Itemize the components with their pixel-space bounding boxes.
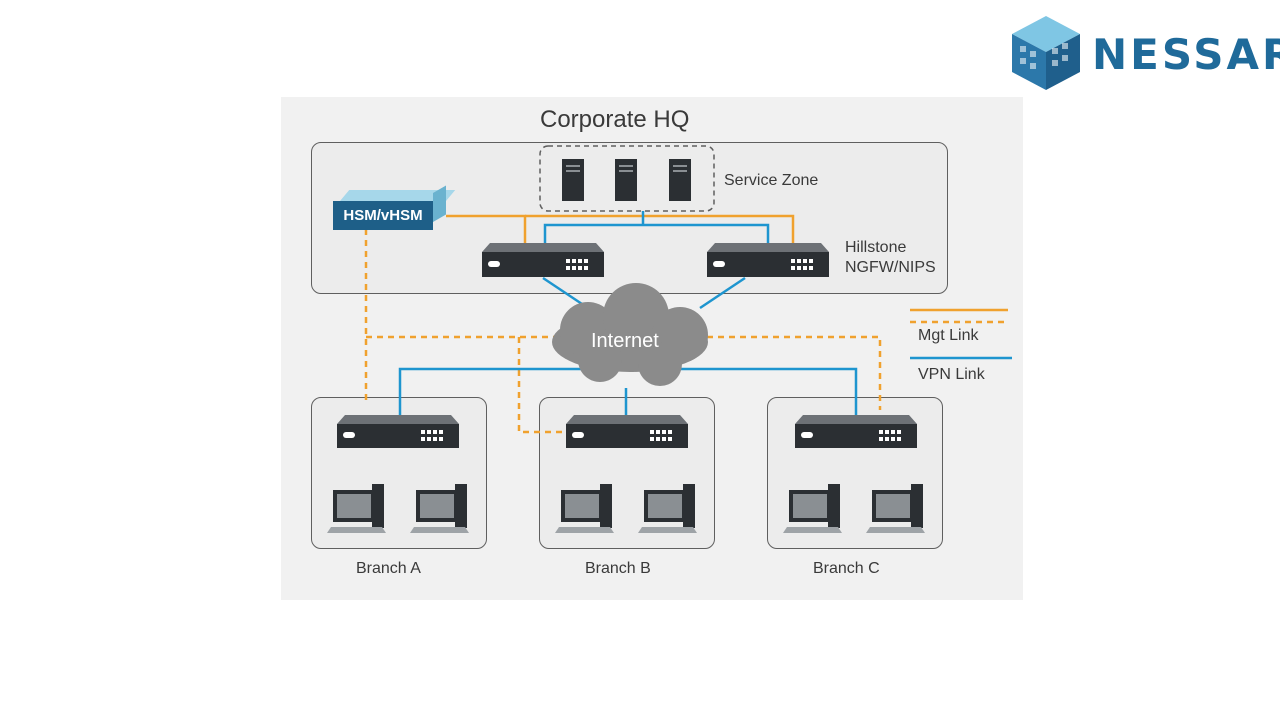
branch-b-label: Branch B <box>585 560 651 577</box>
nessar-logo <box>1006 12 1276 94</box>
vpn-link-fw-pair <box>543 223 770 243</box>
computer-icon <box>410 484 469 533</box>
internet-cloud-icon <box>552 283 708 386</box>
mgt-link-hsm-fw2 <box>525 214 795 243</box>
mgt-link-hsm-fw1 <box>446 214 527 243</box>
branch-c-label: Branch C <box>813 560 880 577</box>
logo-text: NESSAR <box>1092 30 1280 79</box>
legend-vpn-label: VPN Link <box>918 366 985 383</box>
server-icon <box>615 159 637 201</box>
server-icon <box>669 159 691 201</box>
cube-logo-icon <box>1012 16 1080 90</box>
branch-a-label: Branch A <box>356 560 421 577</box>
vpn-link-branch-c <box>680 367 858 415</box>
server-icon <box>562 159 584 201</box>
internet-label: Internet <box>591 330 659 352</box>
service-zone-box <box>539 145 715 212</box>
computer-icon <box>638 484 697 533</box>
legend-mgt-label: Mgt Link <box>918 327 979 344</box>
firewall-label-line2: NGFW/NIPS <box>845 259 936 276</box>
computer-icon <box>555 484 614 533</box>
vpn-link-fw1-internet <box>542 276 589 310</box>
hq-title: Corporate HQ <box>540 106 690 133</box>
mgt-link-branch-b <box>517 337 565 434</box>
service-zone-label: Service Zone <box>724 172 819 189</box>
computer-icon <box>783 484 842 533</box>
computer-icon <box>327 484 386 533</box>
firewall-icon <box>707 243 829 277</box>
vpn-link-branch-a <box>398 367 600 415</box>
mgt-link-backbone <box>366 335 882 410</box>
mgt-links-dashed <box>364 229 882 434</box>
firewall-label-line1: Hillstone <box>845 239 907 256</box>
computer-icon <box>866 484 925 533</box>
vpn-links-wan <box>398 276 858 415</box>
vpn-links-hq <box>543 211 770 243</box>
vpn-link-fw2-internet <box>699 276 746 310</box>
firewall-icon <box>566 415 688 448</box>
mgt-links-hq <box>446 214 795 243</box>
firewall-icon <box>795 415 917 448</box>
firewall-icon <box>482 243 604 277</box>
firewall-icon <box>337 415 459 448</box>
firewall-label: Hillstone NGFW/NIPS <box>845 238 936 278</box>
hsm-device: HSM/vHSM <box>333 201 433 230</box>
